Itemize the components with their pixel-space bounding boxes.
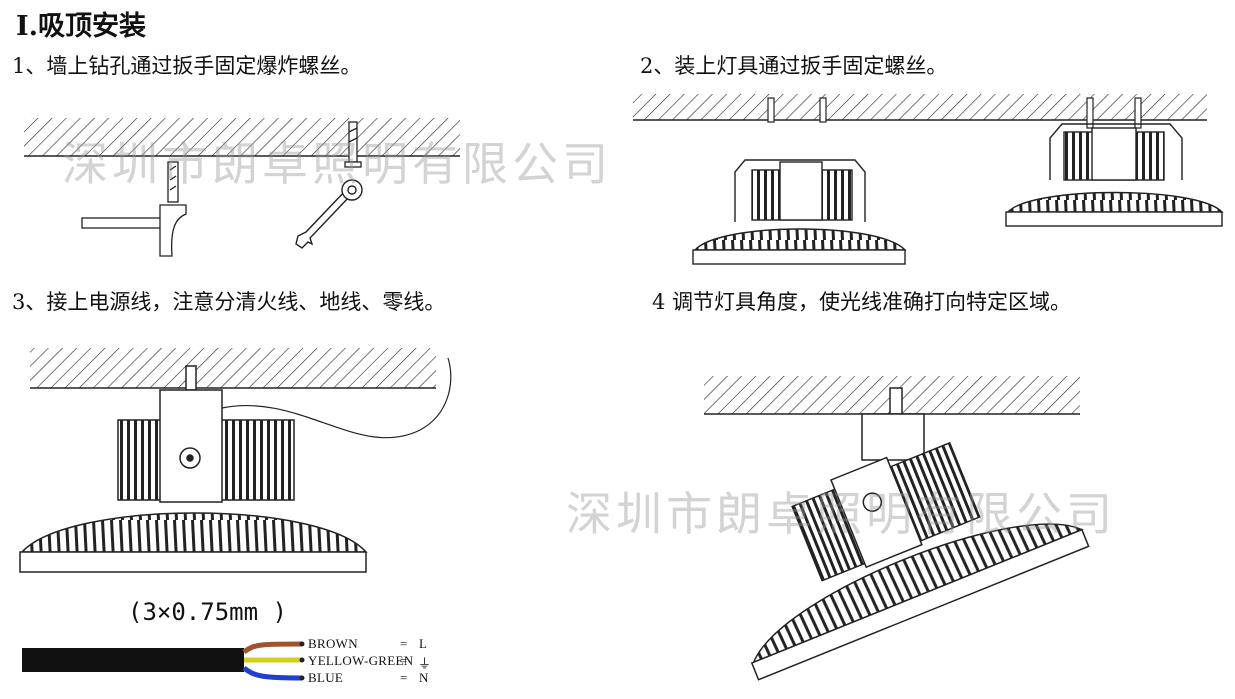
drill-icon (81, 161, 187, 257)
ground-icon: ⏚ (418, 656, 432, 671)
lamp-tilted-icon (750, 387, 1090, 681)
lamp-mounted-icon (1005, 123, 1224, 227)
watermark: 深圳市朗卓照明有限公司 (566, 487, 1116, 541)
wire-label-yellow-green: YELLOW-GREEN (308, 653, 414, 668)
wrench-icon (295, 179, 363, 249)
cable-diagram (22, 641, 305, 681)
wire-label-brown: BROWN (308, 636, 358, 651)
step-2-text: 2、装上灯具通过扳手固定螺丝。 (640, 54, 948, 78)
equals-sign: = (400, 670, 408, 685)
lamp-unmounted-icon (692, 159, 907, 265)
wire-label-blue: BLUE (308, 670, 344, 685)
step-1-text: 1、墙上钻孔通过扳手固定爆炸螺丝。 (12, 54, 362, 78)
cable-spec: (3×0.75mm ) (128, 598, 287, 626)
step-3-text: 3、接上电源线，注意分清火线、地线、零线。 (12, 290, 446, 314)
bolts-icon (767, 97, 1142, 129)
wire-code-live: L (419, 636, 427, 651)
ceiling-3 (30, 348, 436, 389)
wire-code-neutral: N (419, 670, 429, 685)
page-title: Ⅰ.吸顶安装 (16, 11, 147, 42)
equals-sign: = (400, 636, 408, 651)
lamp-wiring-icon (19, 357, 452, 573)
expansion-bolt-icon (344, 121, 362, 168)
watermark: 深圳市朗卓照明有限公司 (62, 137, 612, 191)
ceiling-1 (24, 118, 460, 157)
equals-sign: = (400, 653, 408, 668)
step-4-text: 4 调节灯具角度，使光线准确打向特定区域。 (652, 290, 1072, 314)
ceiling-2 (633, 94, 1207, 121)
